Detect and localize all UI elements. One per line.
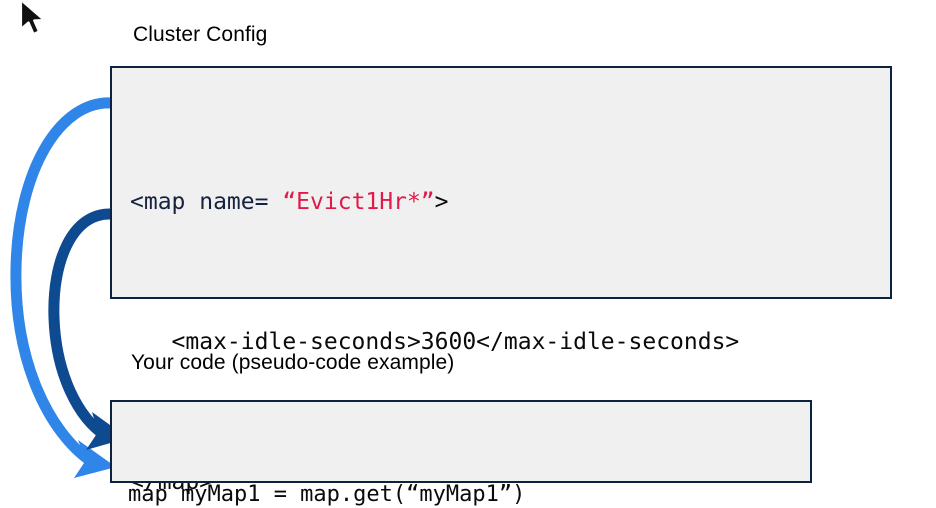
cluster-config-code-lines: <map name= “Evict1Hr*”> <max-idle-second… (130, 80, 739, 508)
evict1hr-config-to-myMap2-arrow (10, 97, 116, 478)
cluster-config-code-box: <map name= “Evict1Hr*”> <max-idle-second… (110, 66, 892, 495)
config-code-line-1: <map name= “Evict1Hr*”> (130, 185, 739, 220)
config-line-1-tag: <map name= (130, 189, 283, 215)
cluster-config-heading: Cluster Config (133, 23, 268, 46)
user-code-line-1: map myMap1 = map.get(“myMap1”) (128, 482, 526, 507)
config-line-1-close: > (434, 189, 449, 215)
config-code-line-2: <max-idle-seconds>3600</max-idle-seconds… (130, 329, 740, 355)
mouse-pointer-icon (19, 0, 46, 36)
config-line-1-string: “Evict1Hr*” (282, 189, 435, 215)
user-code-lines: map myMap1 = map.get(“myMap1”) map myMap… (128, 410, 645, 508)
user-code-box: map myMap1 = map.get(“myMap1”) map myMap… (110, 400, 812, 507)
your-code-heading: Your code (pseudo-code example) (131, 351, 455, 374)
